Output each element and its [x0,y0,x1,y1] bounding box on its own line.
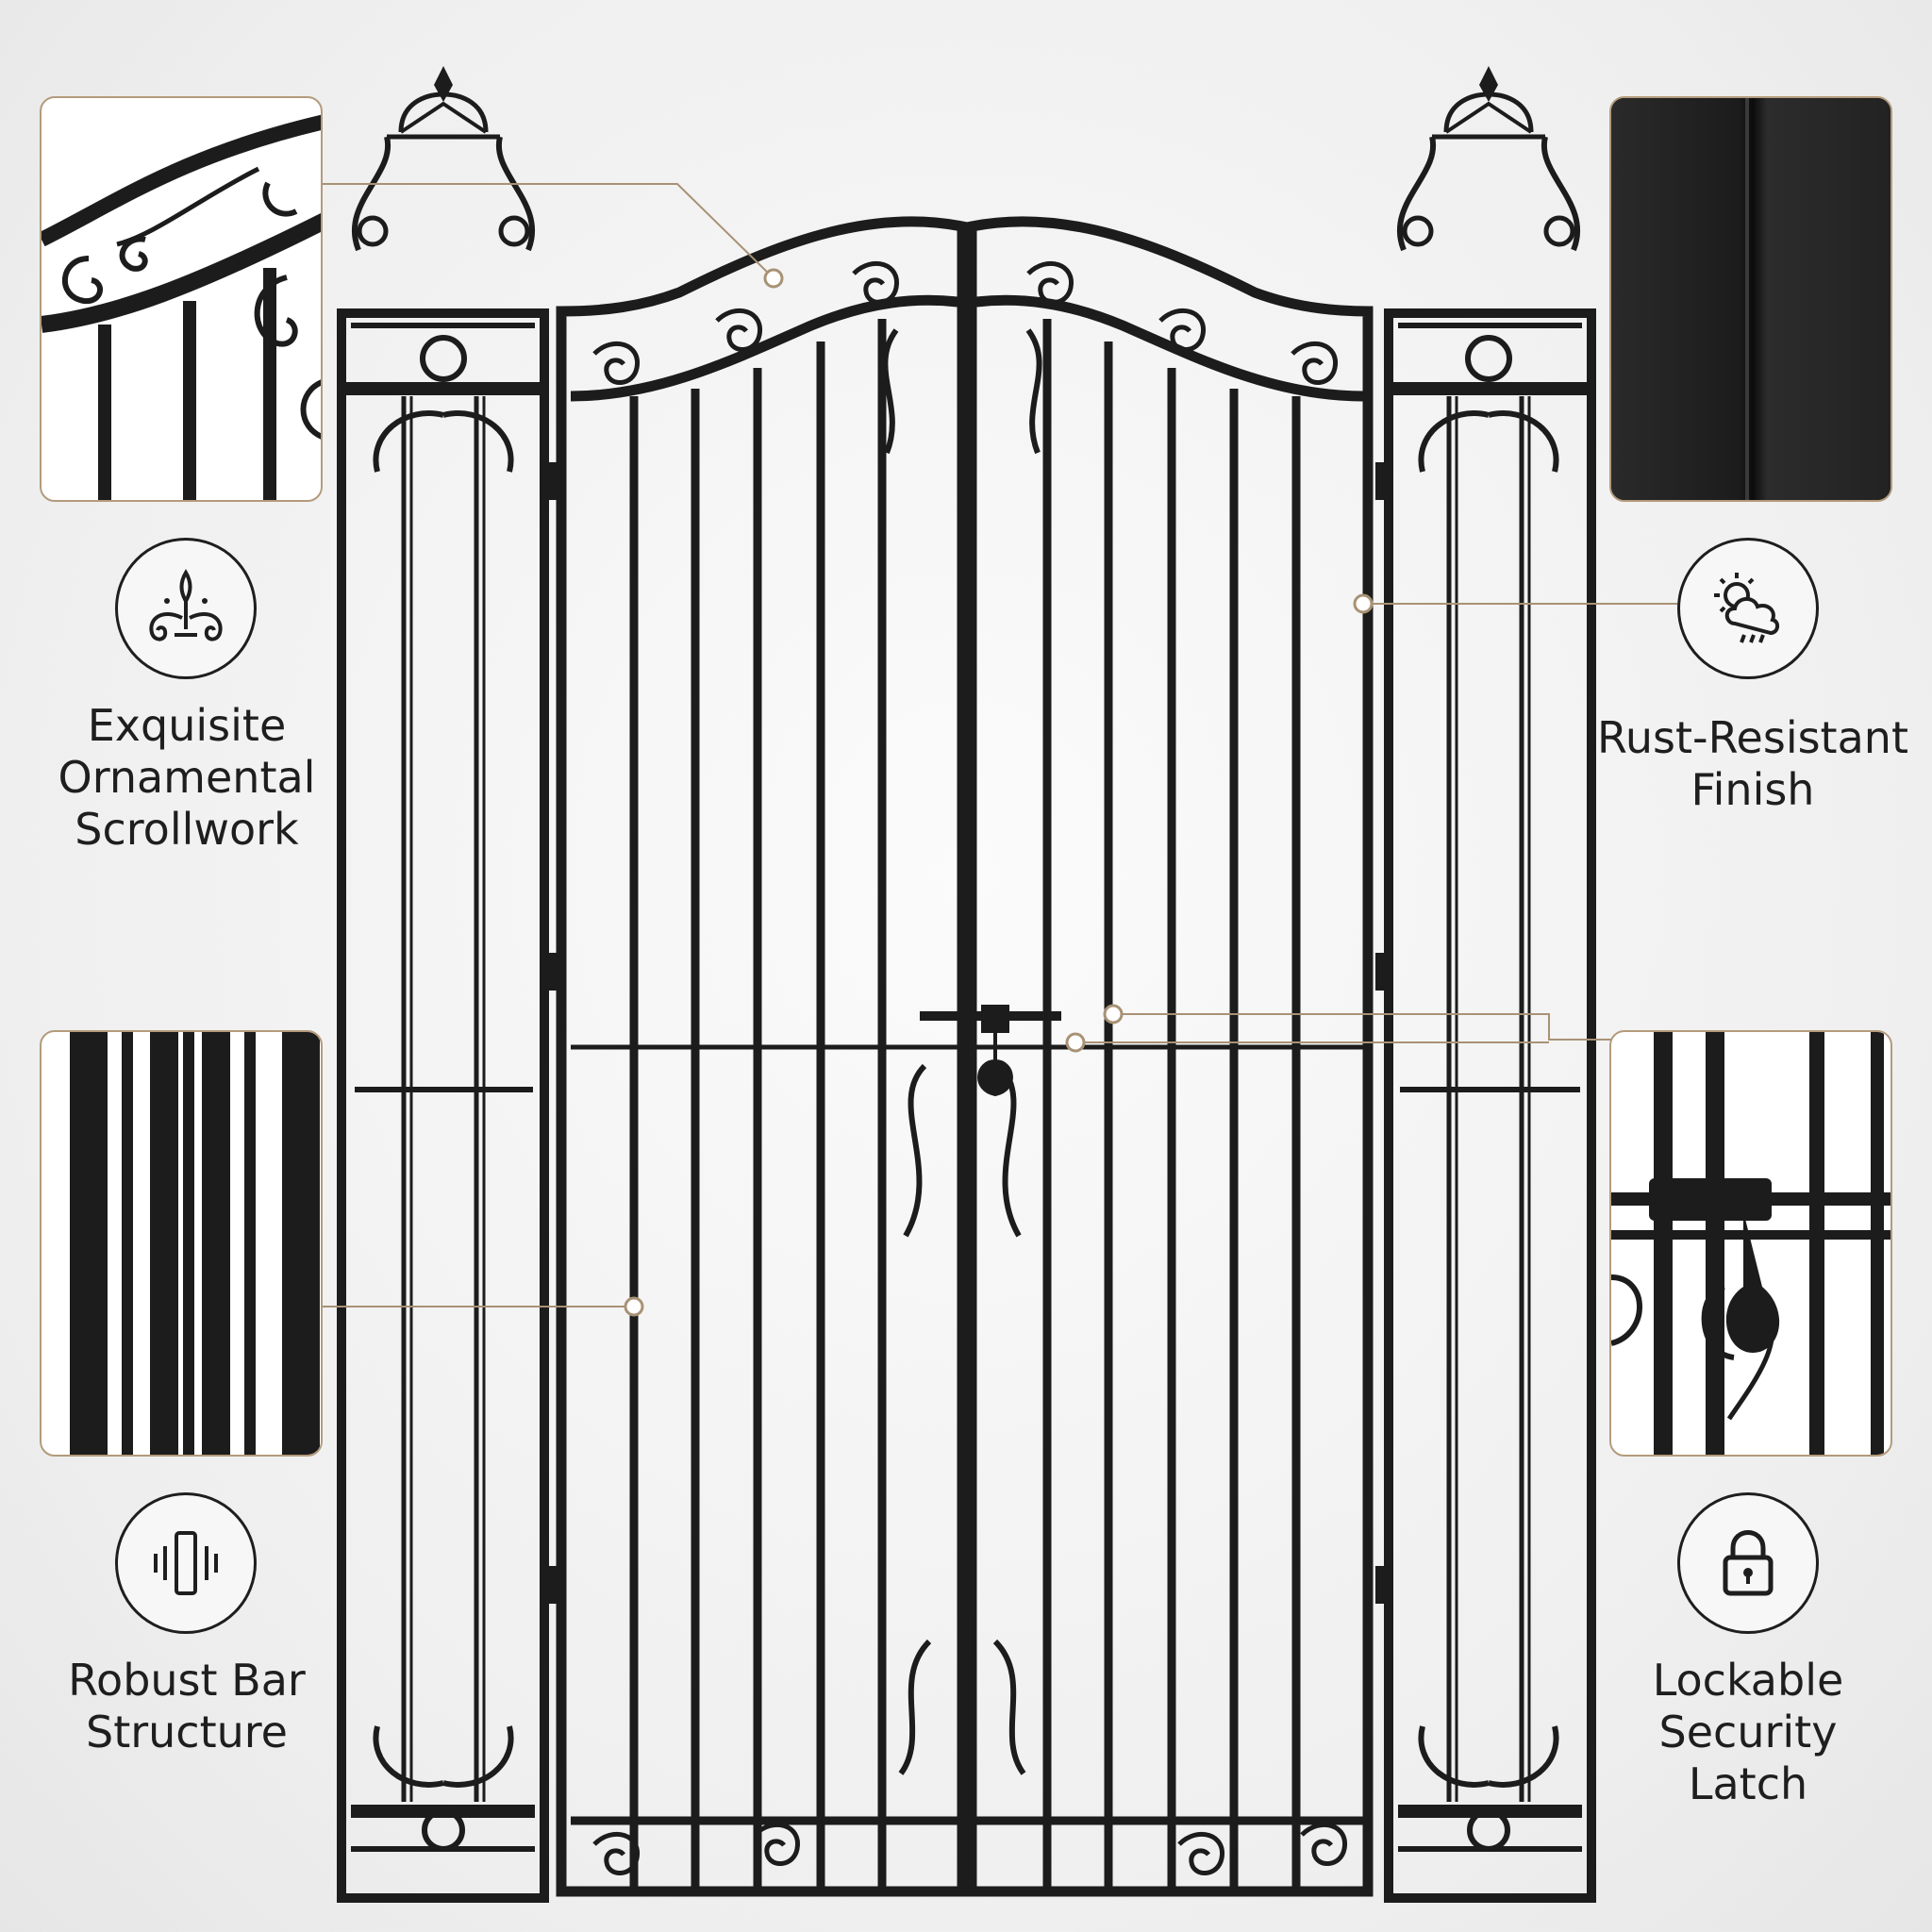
scrollwork-feature-label: Exquisite Ornamental Scrollwork [58,700,316,855]
padlock-icon [1677,1492,1819,1634]
left-post [337,66,558,1903]
right-post [1375,66,1596,1903]
sun-cloud-rain-icon [1677,538,1819,679]
latch-feature-label: Lockable Security Latch [1652,1655,1844,1809]
bar-structure-icon [115,1492,257,1634]
bars-feature-label: Robust Bar Structure [68,1655,306,1757]
latch-detail-inset [1609,1030,1892,1457]
rust-feature-label: Rust-Resistant Finish [1597,712,1908,815]
finish-detail-inset [1609,96,1892,502]
right-gate-leaf [966,216,1374,1897]
callout-lines [323,183,1677,1317]
fleur-de-lis-icon [115,538,257,679]
scrollwork-detail-inset [40,96,323,502]
gate-latch [920,1005,1061,1097]
bar-structure-detail-inset [40,1030,323,1457]
left-gate-leaf [556,216,968,1897]
